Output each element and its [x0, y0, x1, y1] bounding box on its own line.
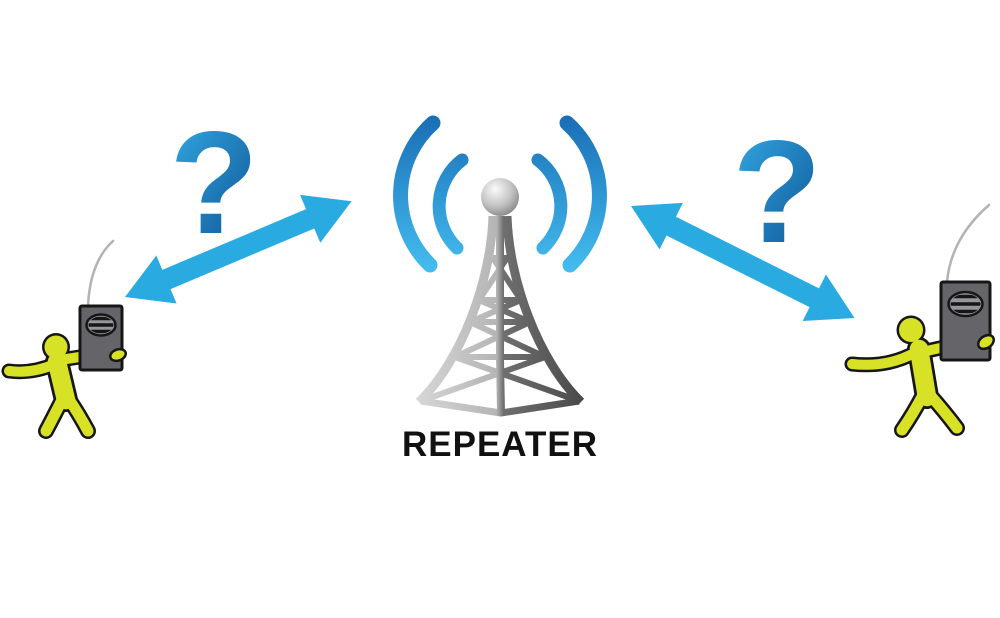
- right-radio-antenna: [945, 203, 991, 284]
- right-double-arrow-icon: [631, 202, 855, 322]
- left-radio-antenna: [86, 239, 115, 308]
- left-double-arrow-icon: [125, 194, 352, 304]
- right-person-hand: [976, 333, 996, 351]
- right-question-mark: ?: [732, 110, 821, 273]
- left-person-with-radio-icon: [1, 239, 127, 439]
- left-person-hand: [109, 347, 127, 363]
- radio-tower-icon: [415, 178, 585, 417]
- wireless-signal-waves-icon: [393, 115, 607, 273]
- tower-lattice: [415, 215, 585, 417]
- left-handheld-radio-icon: [78, 239, 127, 372]
- right-handheld-radio-icon: [939, 203, 996, 362]
- repeater-label: REPEATER: [402, 425, 598, 464]
- tower-top-sphere: [481, 178, 519, 216]
- right-person-with-radio-icon: [844, 203, 996, 438]
- left-question-mark: ?: [169, 101, 258, 264]
